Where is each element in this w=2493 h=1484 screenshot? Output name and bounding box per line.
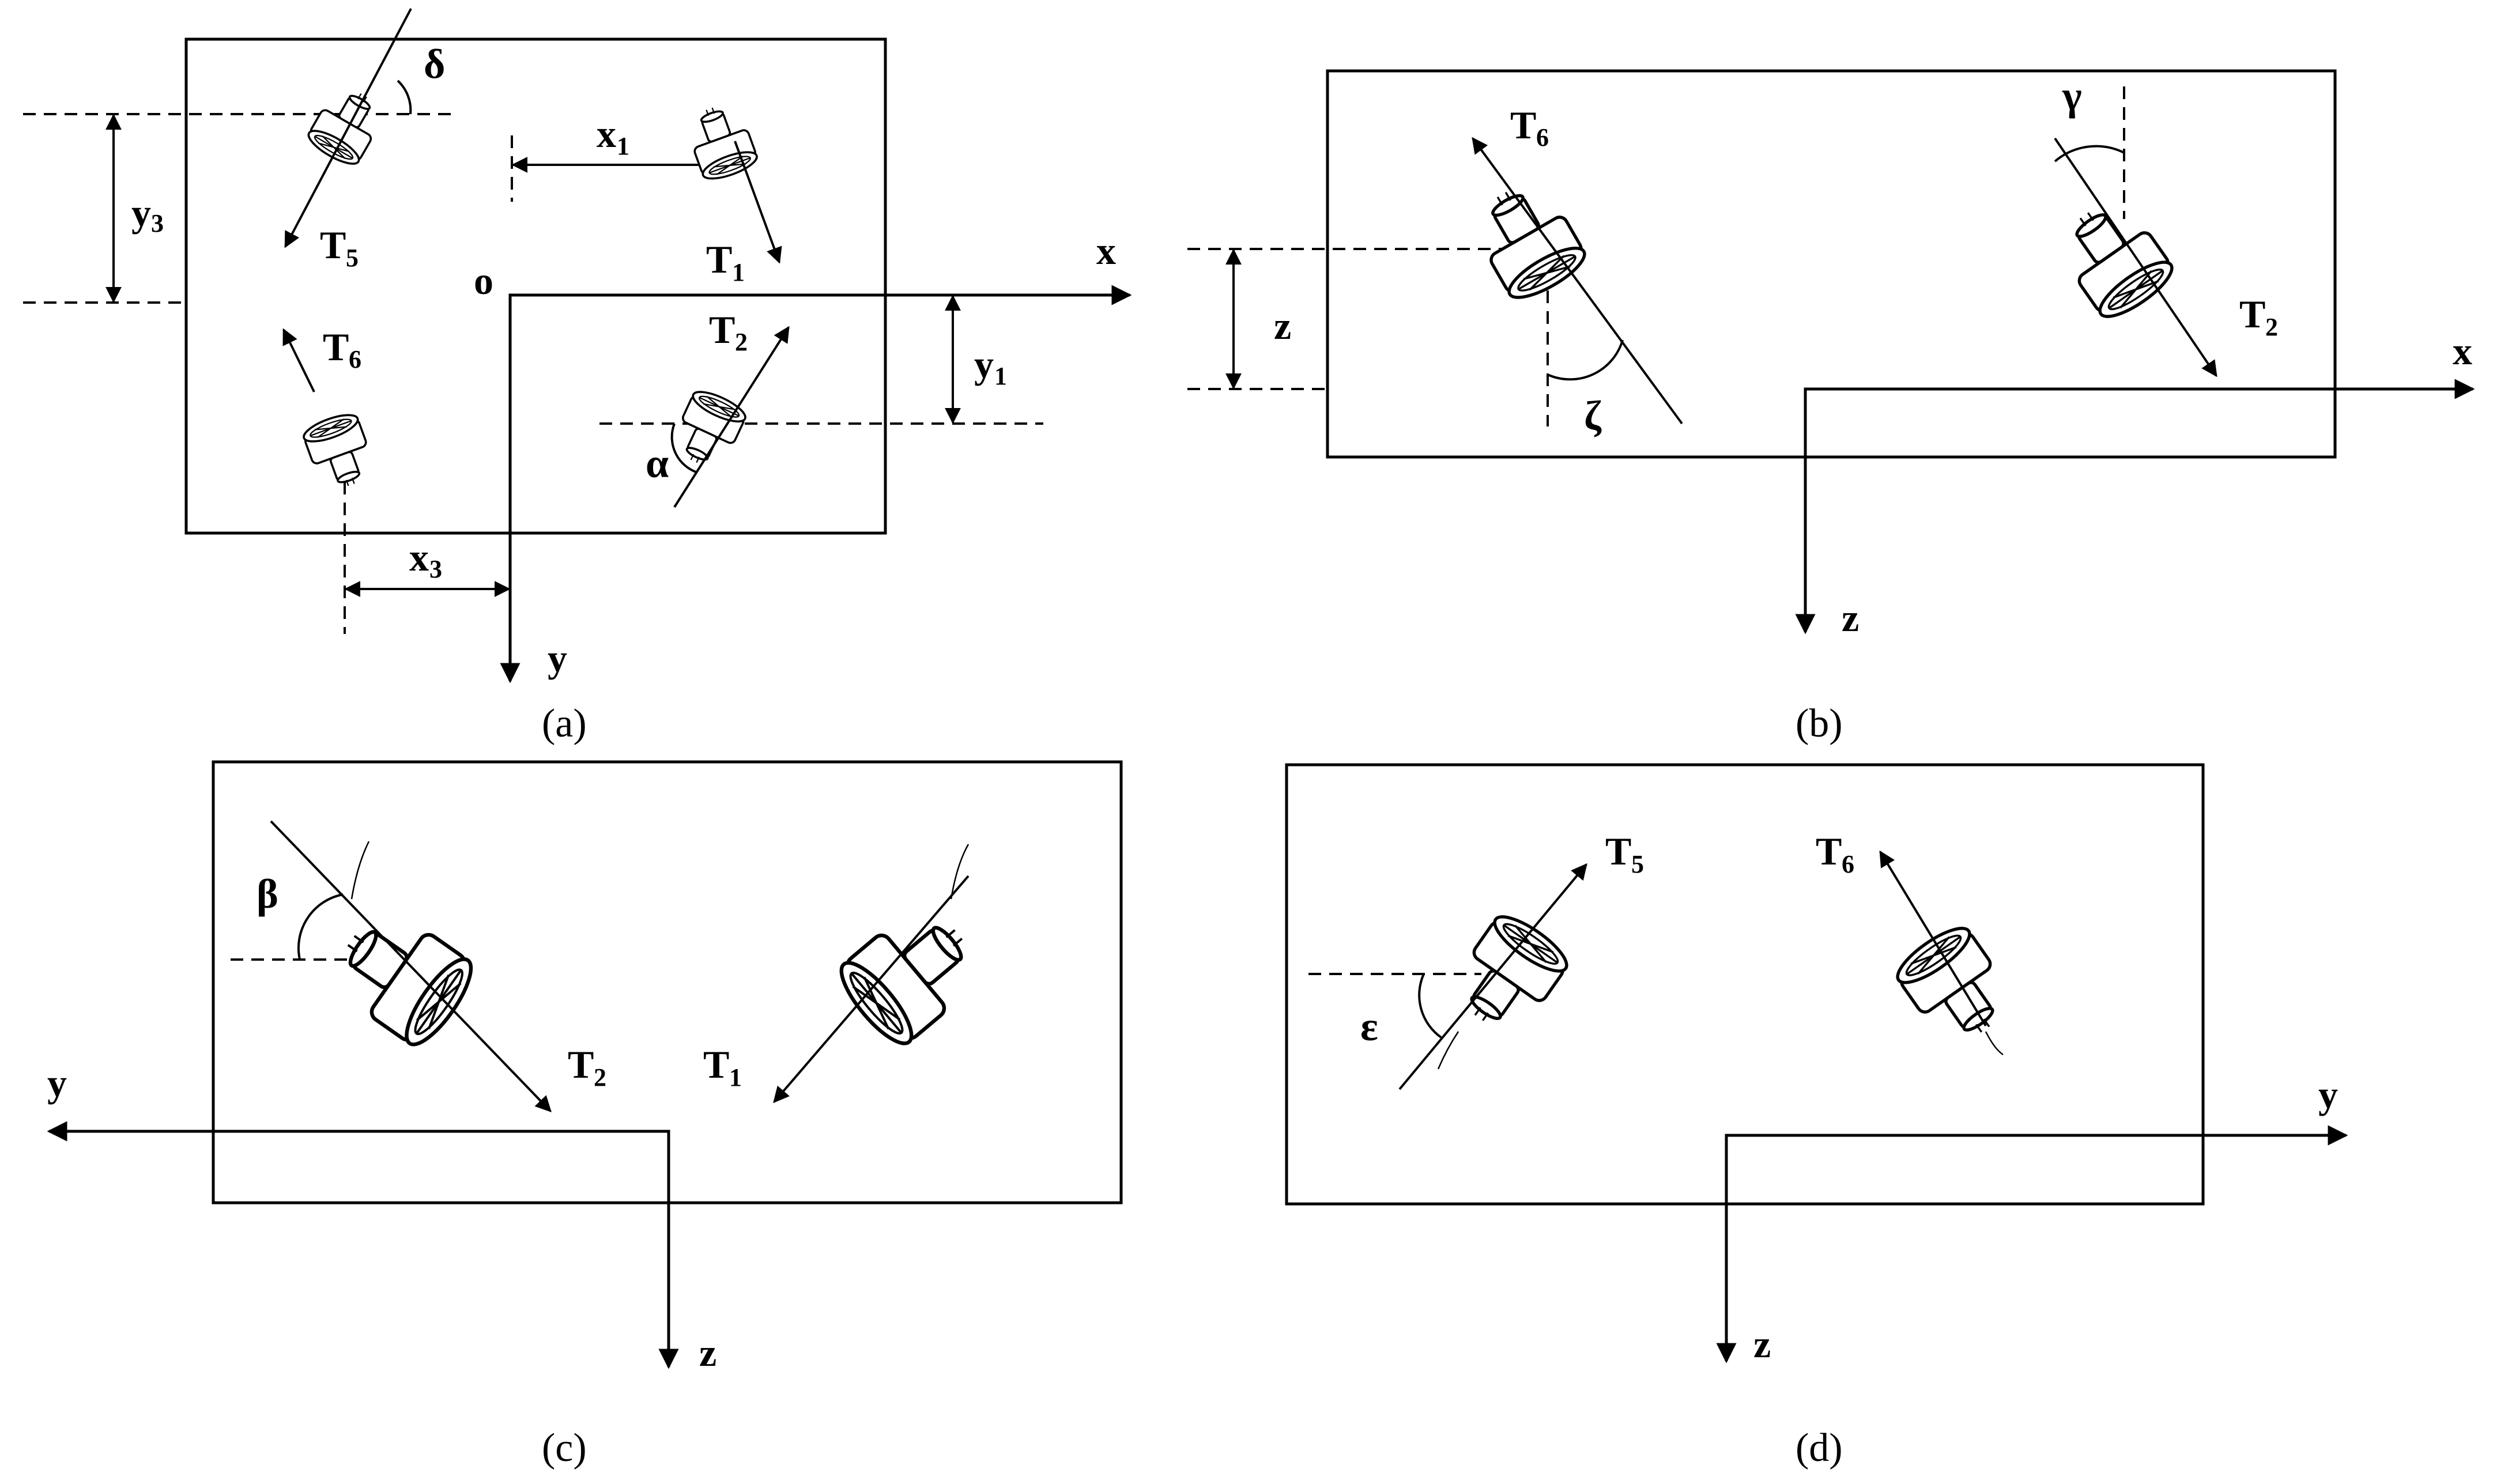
panel-b-z-label: z bbox=[1274, 304, 1291, 348]
panel-b: x z z ζ T 6 γ T 2 (b) bbox=[1187, 69, 2475, 746]
panel-a-t1-label: T bbox=[706, 237, 732, 281]
panel-a-y1-label: y bbox=[974, 342, 994, 386]
panel-d-caption: (d) bbox=[1796, 1426, 1843, 1470]
panel-d-t6-label: T bbox=[1816, 829, 1842, 873]
panel-c-t2-label: T bbox=[568, 1043, 594, 1086]
panel-b-x-axis bbox=[1804, 379, 2475, 631]
panel-a: x y o y 3 x 1 y 1 x 3 δ T 5 bbox=[23, 8, 1132, 746]
panel-d-z-axis-label: z bbox=[1753, 1322, 1771, 1366]
panel-a-x-axis-label: x bbox=[1096, 229, 1116, 273]
panel-d-thruster-t6: T 6 bbox=[1816, 829, 2020, 1055]
panel-c: y z β T 2 T 1 (c) bbox=[47, 760, 1123, 1470]
panel-a-x3-sub: 3 bbox=[429, 555, 442, 583]
panel-b-angle-zeta-arc bbox=[1547, 339, 1624, 381]
panel-a-x3-label: x bbox=[409, 535, 429, 579]
panel-b-t6-sub: 6 bbox=[1536, 123, 1549, 152]
panel-b-thruster-t6: ζ T 6 bbox=[1465, 103, 1683, 439]
panel-a-angle-delta: δ bbox=[424, 41, 445, 87]
panel-d-thruster-t5: ε T 5 bbox=[1360, 829, 1644, 1090]
panel-a-thruster-t1: T 1 bbox=[681, 98, 782, 286]
panel-b-caption: (b) bbox=[1796, 701, 1843, 746]
panel-a-x1-sub: 1 bbox=[617, 132, 629, 160]
panel-b-t2-sub: 2 bbox=[2265, 313, 2278, 341]
panel-c-t1-label: T bbox=[703, 1043, 729, 1086]
panel-d: y z ε T 5 T 6 (d) bbox=[1285, 763, 2348, 1470]
panel-b-angle-gamma: γ bbox=[2062, 73, 2082, 119]
panel-c-angle-beta: β bbox=[257, 871, 278, 917]
panel-c-z-axis-label: z bbox=[699, 1331, 716, 1375]
panel-a-t6-label: T bbox=[323, 325, 349, 369]
panel-d-t6-sub: 6 bbox=[1842, 850, 1854, 878]
panel-a-thruster-t2: α T 2 bbox=[646, 308, 790, 508]
panel-d-angle-epsilon-arc bbox=[1418, 973, 1442, 1039]
panel-b-z-axis-label: z bbox=[1842, 596, 1859, 640]
panel-a-origin-label: o bbox=[474, 259, 493, 303]
panel-c-t2-sub: 2 bbox=[594, 1063, 606, 1092]
panel-c-y-axis bbox=[47, 1121, 670, 1366]
panel-a-thruster-t5: δ T 5 bbox=[284, 8, 445, 272]
panel-b-thruster-t2: γ T 2 bbox=[2049, 73, 2278, 377]
panel-a-thruster-t6: T 6 bbox=[282, 325, 379, 496]
panel-d-angle-epsilon: ε bbox=[1360, 1003, 1378, 1049]
panel-d-t5-label: T bbox=[1605, 829, 1631, 873]
panel-a-y-axis-label: y bbox=[548, 636, 567, 680]
panel-a-t2-sub: 2 bbox=[735, 328, 748, 356]
panel-c-t1-sub: 1 bbox=[729, 1063, 742, 1092]
panel-a-angle-delta-arc bbox=[397, 80, 412, 115]
panel-a-x1-label: x bbox=[597, 112, 616, 156]
panel-a-t2-label: T bbox=[709, 308, 735, 352]
panel-d-y-axis bbox=[1725, 1125, 2348, 1360]
panel-a-y3-sub: 3 bbox=[151, 209, 164, 237]
panel-d-frame bbox=[1285, 763, 2205, 1206]
panel-a-t1-sub: 1 bbox=[732, 258, 745, 286]
panel-a-y1-sub: 1 bbox=[994, 362, 1007, 390]
panel-b-x-axis-label: x bbox=[2453, 329, 2472, 373]
panel-c-angle-beta-arc bbox=[297, 893, 344, 960]
panel-c-caption: (c) bbox=[542, 1426, 587, 1470]
panel-a-x-axis bbox=[508, 285, 1132, 680]
panel-b-frame bbox=[1326, 69, 2337, 459]
panel-a-y3-label: y bbox=[131, 191, 151, 235]
panel-c-thruster-t1: T 1 bbox=[703, 844, 991, 1104]
panel-b-t6-label: T bbox=[1510, 103, 1536, 147]
panel-a-angle-alpha: α bbox=[646, 440, 669, 486]
panel-a-frame bbox=[184, 37, 887, 535]
panel-b-angle-zeta: ζ bbox=[1584, 392, 1602, 439]
panel-b-t2-label: T bbox=[2239, 292, 2265, 336]
panel-a-t5-label: T bbox=[320, 223, 346, 267]
panel-a-t5-sub: 5 bbox=[346, 244, 359, 272]
panel-c-thruster-t2: β T 2 bbox=[257, 820, 606, 1113]
panel-d-y-axis-label: y bbox=[2318, 1073, 2338, 1116]
panel-a-angle-alpha-arc bbox=[670, 423, 698, 474]
panel-c-y-axis-label: y bbox=[47, 1061, 67, 1105]
panel-a-caption: (a) bbox=[542, 701, 587, 746]
panel-b-angle-gamma-arc bbox=[2054, 145, 2125, 163]
panel-d-t5-sub: 5 bbox=[1631, 850, 1644, 878]
panel-a-t6-sub: 6 bbox=[349, 345, 361, 373]
